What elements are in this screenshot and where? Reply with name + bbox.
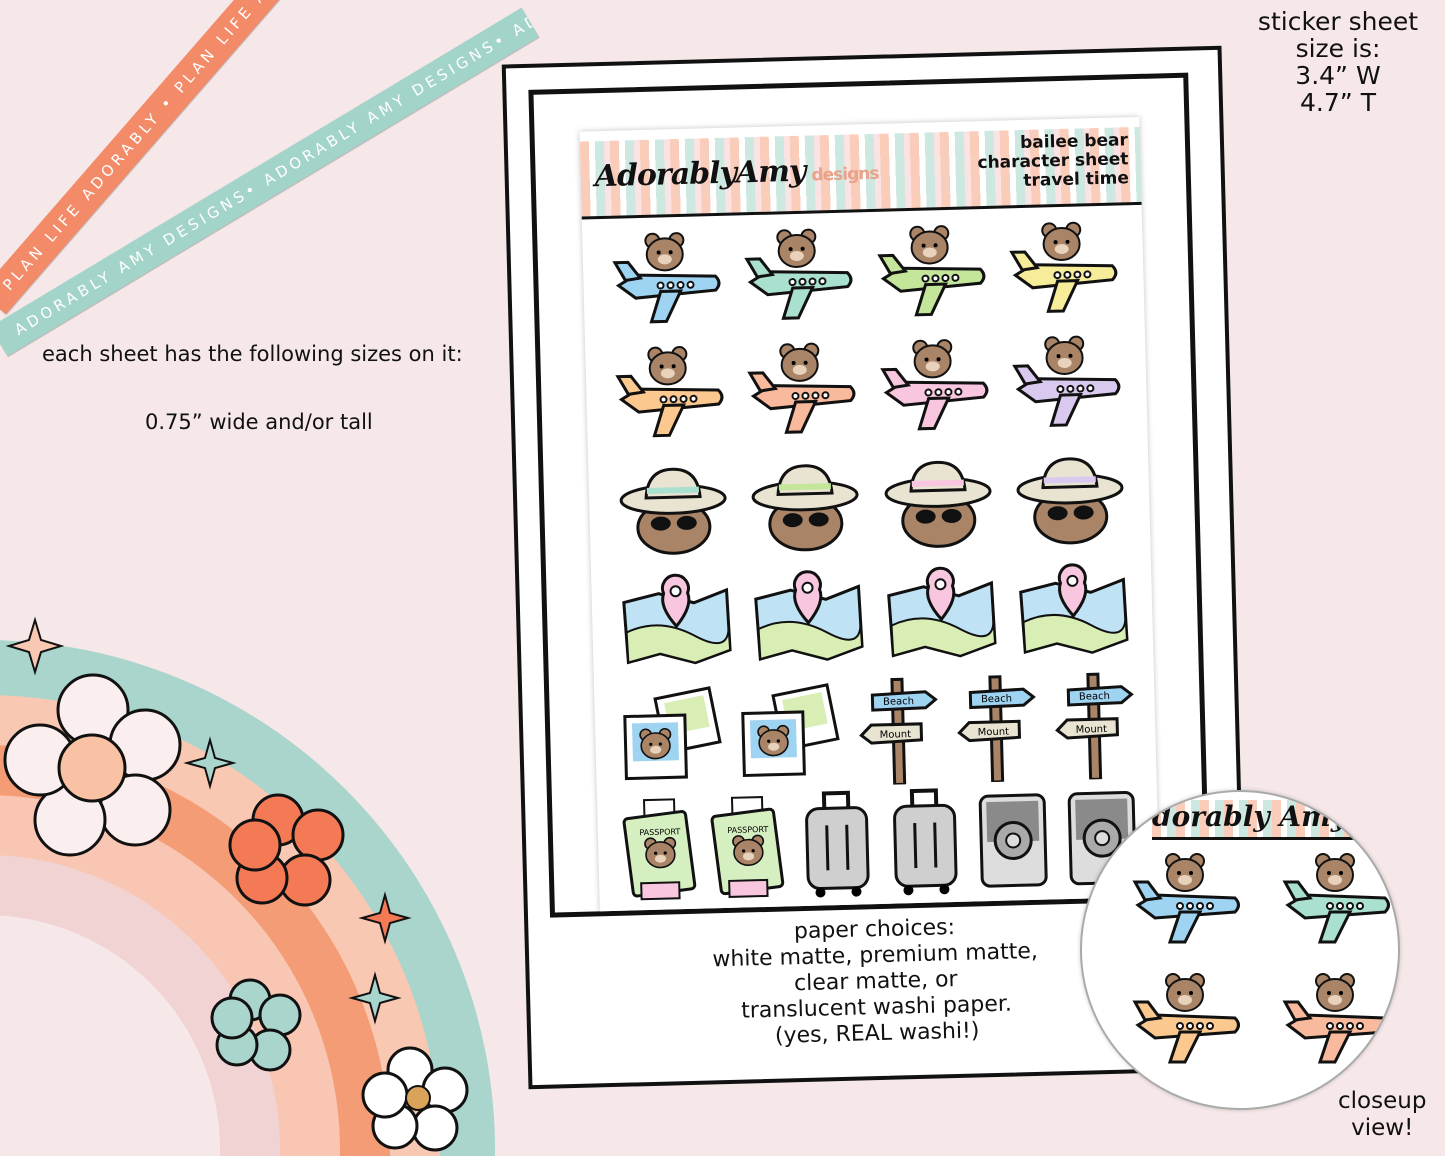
sign-label-beach: Beach (1078, 691, 1109, 703)
closeup-logo: dorably Amy (1152, 800, 1398, 840)
sizes-heading: each sheet has the following sizes on it… (42, 342, 463, 366)
camera-sticker (972, 784, 1055, 900)
sign-label-mount: Mount (879, 729, 911, 741)
sticker-row (603, 326, 1136, 454)
hat-sticker (615, 456, 733, 563)
rainbow-illustration (0, 616, 495, 1156)
closeup-label-line: view! (1351, 1115, 1414, 1141)
plane-sticker (877, 335, 995, 442)
passport-sticker: PASSPORT (619, 794, 702, 910)
luggage-sticker (884, 787, 967, 903)
sign-label-beach: Beach (882, 696, 913, 708)
hat-sticker (747, 452, 865, 559)
map-sticker (618, 570, 736, 677)
closeup-row (1112, 962, 1398, 1082)
size-height: 4.7” T (1300, 88, 1376, 117)
plane-sticker (874, 221, 992, 328)
photo-sticker (731, 681, 849, 788)
plane-sticker (744, 338, 862, 445)
flower-icon (3, 673, 182, 857)
plane-sticker-closeup (1280, 970, 1395, 1074)
plane-sticker (1009, 331, 1127, 438)
logo-sub: designs (811, 163, 879, 186)
photo-sticker (614, 684, 732, 791)
passport-label: PASSPORT (639, 827, 680, 837)
size-line: size is: (1295, 34, 1381, 63)
sign-label-mount: Mount (977, 727, 1009, 739)
paper-choices: paper choices: white matte, premium matt… (644, 911, 1107, 1053)
hat-sticker (880, 449, 998, 556)
plane-sticker-closeup (1130, 850, 1245, 954)
closeup-grid (1112, 842, 1398, 1082)
plane-sticker (609, 228, 727, 335)
passport-sticker: PASSPORT (707, 791, 790, 907)
sticker-row (600, 212, 1133, 340)
map-sticker (1015, 559, 1133, 666)
sign-label-mount: Mount (1075, 724, 1107, 736)
map-sticker (883, 563, 1001, 670)
sign-label-beach: Beach (980, 693, 1011, 705)
hat-sticker (1012, 445, 1130, 552)
sheet-title: bailee bear character sheet travel time (977, 130, 1130, 192)
sticker-row (606, 440, 1139, 568)
size-width: 3.4” W (1295, 61, 1381, 90)
plane-sticker (1006, 217, 1124, 324)
sticker-row (609, 554, 1142, 682)
size-line: sticker sheet (1257, 7, 1419, 36)
luggage-sticker (796, 789, 879, 905)
plane-sticker-closeup (1130, 970, 1245, 1074)
closeup-label: closeup view! (1338, 1088, 1426, 1142)
map-sticker (750, 566, 868, 673)
sizes-value: 0.75” wide and/or tall (145, 410, 373, 434)
closeup-circle: dorably Amy (1080, 790, 1400, 1110)
sheet-size-info: sticker sheet size is: 3.4” W 4.7” T (1253, 8, 1423, 116)
sticker-row: PASSPORT PASSPORT (615, 782, 1148, 910)
title-line: travel time (1023, 168, 1130, 191)
logo-text: AdorablyAmy (594, 153, 806, 195)
closeup-row (1112, 842, 1398, 962)
plane-sticker-closeup (1280, 850, 1395, 954)
plane-sticker (612, 342, 730, 449)
closeup-label-line: closeup (1338, 1088, 1427, 1114)
plane-sticker (741, 224, 859, 331)
passport-label: PASSPORT (728, 825, 769, 835)
